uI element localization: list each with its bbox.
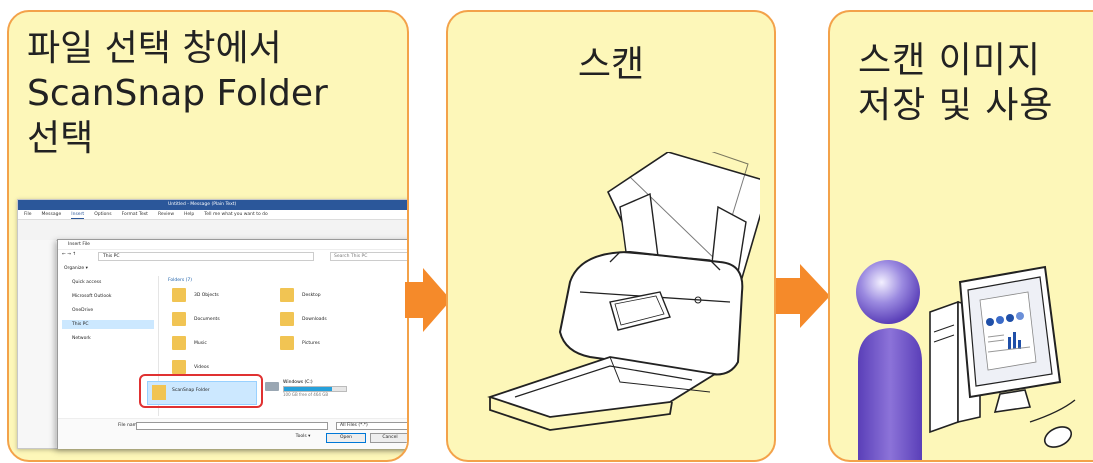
- folder-label: Downloads: [302, 317, 327, 322]
- drive-label: Windows (C:): [283, 380, 313, 385]
- step-title-line: 파일 선택 창에서: [27, 28, 282, 69]
- folder-icon: [172, 336, 186, 350]
- tools-button[interactable]: Tools ▾: [295, 434, 311, 439]
- scansnap-folder-label: ScanSnap Folder: [172, 388, 210, 393]
- close-icon[interactable]: ✕: [407, 241, 408, 248]
- open-button[interactable]: Open: [326, 433, 366, 443]
- folder-item[interactable]: Desktop: [280, 288, 380, 306]
- tab-review[interactable]: Review: [157, 212, 175, 217]
- folder-item[interactable]: Documents: [172, 312, 272, 330]
- step-panel-scan: 스캔: [446, 10, 776, 462]
- folder-label: Desktop: [302, 293, 321, 298]
- nav-item-this-pc[interactable]: This PC: [62, 320, 154, 329]
- step-title-line: 저장 및 사용: [858, 85, 1054, 126]
- folder-icon: [172, 360, 186, 374]
- tab-file[interactable]: File: [24, 212, 32, 217]
- back-icon[interactable]: ← → ↑: [62, 252, 77, 257]
- tab-help[interactable]: Help: [184, 212, 195, 217]
- folder-icon: [152, 385, 166, 400]
- folder-label: Pictures: [302, 341, 320, 346]
- nav-item-outlook[interactable]: Microsoft Outlook: [72, 294, 112, 299]
- scanner-illustration-icon: [487, 152, 760, 431]
- path-box[interactable]: This PC: [98, 252, 314, 261]
- drive-free-text: 100 GB free of 464 GB: [283, 392, 329, 397]
- dialog-footer: File name: All Files (*.*) Tools ▾ Open …: [58, 418, 407, 449]
- folder-icon: [280, 312, 294, 326]
- ribbon: [18, 220, 407, 241]
- folder-label: 3D Objects: [194, 293, 219, 298]
- tab-format-text[interactable]: Format Text: [121, 212, 148, 217]
- arrow-right-icon: [405, 268, 451, 332]
- folder-label: Documents: [194, 317, 220, 322]
- step-title: 파일 선택 창에서 ScanSnap Folder 선택: [27, 26, 407, 161]
- file-name-label: File name:: [118, 423, 142, 428]
- user-computer-illustration-icon: [856, 260, 1076, 460]
- drive-usage-bar: [283, 386, 347, 392]
- scansnap-folder-highlight[interactable]: ScanSnap Folder: [139, 374, 263, 408]
- folder-item[interactable]: Music: [172, 336, 272, 354]
- insert-file-dialog: Insert File ✕ ← → ↑ This PC Search This …: [57, 239, 408, 449]
- nav-item-quick-access[interactable]: Quick access: [72, 280, 102, 285]
- nav-item-network[interactable]: Network: [72, 336, 91, 341]
- window-title-bar: Untitled - Message (Plain Text): [18, 200, 407, 210]
- folders-group-header: Folders (7): [168, 278, 193, 283]
- scansnap-folder-item[interactable]: ScanSnap Folder: [147, 381, 257, 405]
- step-title-line: 스캔 이미지: [858, 40, 1042, 81]
- file-list: Folders (7) 3D Objects Desktop Documents…: [162, 276, 407, 416]
- address-bar: ← → ↑ This PC Search This PC: [62, 252, 407, 261]
- tell-me-box[interactable]: Tell me what you want to do: [204, 212, 268, 217]
- ribbon-tabs: File Message Insert Options Format Text …: [18, 210, 407, 220]
- step-title-line: 선택: [27, 118, 94, 159]
- folder-label: Music: [194, 341, 207, 346]
- tab-options[interactable]: Options: [94, 212, 112, 217]
- folder-item[interactable]: Downloads: [280, 312, 380, 330]
- folder-icon: [280, 288, 294, 302]
- step-panel-save-use: 스캔 이미지 저장 및 사용: [828, 10, 1093, 462]
- step-title: 스캔 이미지 저장 및 사용: [858, 38, 1093, 128]
- organize-button[interactable]: Organize ▾: [64, 266, 88, 271]
- file-name-input[interactable]: [136, 422, 328, 430]
- drive-icon: [265, 382, 279, 391]
- message-pane: [18, 240, 56, 448]
- step-title: 스캔: [577, 44, 645, 85]
- tab-insert[interactable]: Insert: [71, 212, 85, 219]
- folder-label: Videos: [194, 365, 209, 370]
- navigation-pane: Quick access Microsoft Outlook OneDrive …: [58, 276, 159, 416]
- folder-item[interactable]: Videos: [172, 360, 272, 378]
- nav-item-onedrive[interactable]: OneDrive: [72, 308, 94, 313]
- drive-usage-fill: [284, 387, 333, 391]
- folder-icon: [172, 312, 186, 326]
- arrow-right-icon: [776, 264, 830, 328]
- tab-message[interactable]: Message: [41, 212, 62, 217]
- folder-item[interactable]: 3D Objects: [172, 288, 272, 306]
- folder-icon: [172, 288, 186, 302]
- step-title-line: ScanSnap Folder: [27, 73, 328, 114]
- folder-item[interactable]: Pictures: [280, 336, 380, 354]
- search-input[interactable]: Search This PC: [330, 252, 407, 261]
- cancel-button[interactable]: Cancel: [370, 433, 407, 443]
- step-panel-select-folder: 파일 선택 창에서 ScanSnap Folder 선택 Untitled - …: [7, 10, 409, 462]
- folder-icon: [280, 336, 294, 350]
- dialog-title: Insert File: [58, 240, 407, 250]
- file-type-select[interactable]: All Files (*.*): [336, 422, 407, 430]
